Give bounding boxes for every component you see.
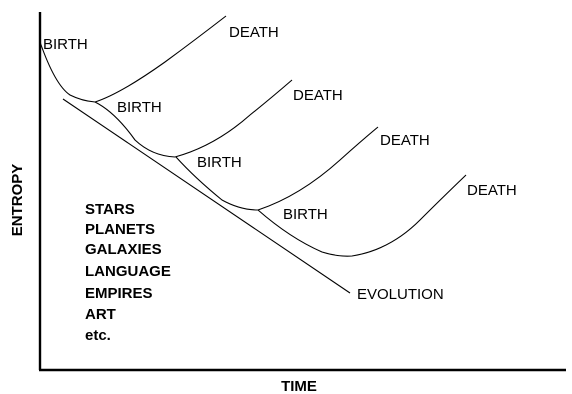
examples-item: LANGUAGE [85, 263, 171, 280]
x-axis-label: TIME [281, 378, 317, 394]
evolution-label: EVOLUTION [357, 286, 444, 303]
birth-label-3: BIRTH [197, 154, 242, 171]
birth-label-1: BIRTH [43, 36, 88, 53]
examples-item: EMPIRES [85, 285, 153, 302]
examples-list: STARS PLANETS GALAXIES LANGUAGE EMPIRES … [85, 201, 171, 344]
lifecycle-curve-4 [257, 174, 467, 257]
birth-label-2: BIRTH [117, 99, 162, 116]
death-label-3: DEATH [380, 132, 430, 149]
y-axis-label: ENTROPY [9, 164, 26, 237]
death-label-2: DEATH [293, 87, 343, 104]
examples-item: STARS [85, 201, 135, 218]
examples-item: PLANETS [85, 221, 155, 238]
lifecycle-curve-1 [39, 15, 227, 103]
examples-item: etc. [85, 327, 111, 344]
examples-item: GALAXIES [85, 241, 162, 258]
examples-item: ART [85, 306, 116, 323]
death-label-1: DEATH [229, 24, 279, 41]
lifecycle-curve-2 [94, 79, 293, 158]
birth-label-4: BIRTH [283, 206, 328, 223]
death-label-4: DEATH [467, 182, 517, 199]
evolution-line [62, 98, 351, 294]
